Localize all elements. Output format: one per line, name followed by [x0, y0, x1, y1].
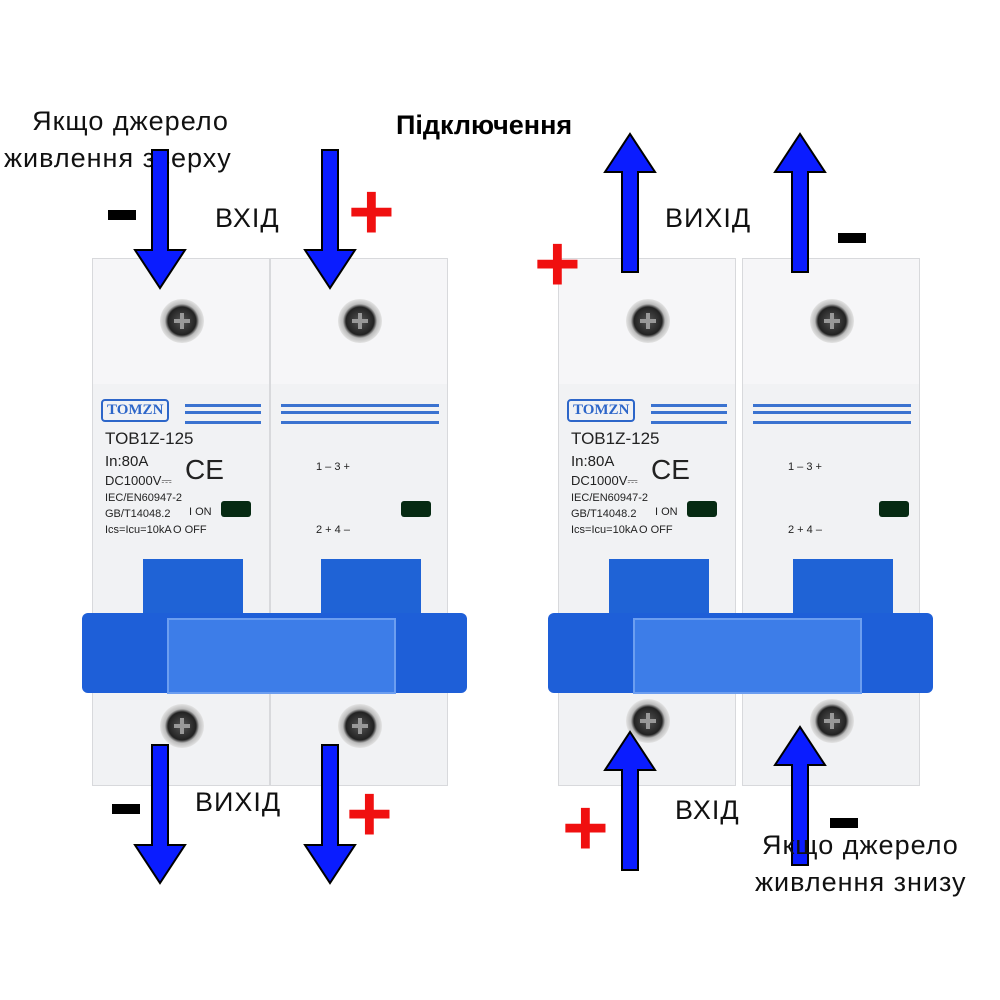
on-label: I ON	[655, 506, 678, 518]
breaker-left: TOMZN TOB1Z-125 In:80A DC1000V⎓ CE IEC/E…	[82, 258, 467, 786]
note-bottom-right-line2: живлення знизу	[755, 867, 967, 897]
standard-label-2: GB/T14048.2	[571, 508, 637, 520]
off-label: O OFF	[173, 524, 207, 536]
arrow-down-output-plus	[304, 744, 356, 884]
current-label: In:80A	[571, 453, 615, 470]
minus-sign	[112, 804, 140, 814]
current-label: In:80A	[105, 453, 149, 470]
on-label: I ON	[189, 506, 212, 518]
handle-clip	[633, 618, 862, 694]
terminal-label-top: 1 ‒ 3 +	[788, 461, 822, 473]
plus-sign: +	[534, 219, 581, 308]
model-label: TOB1Z-125	[571, 429, 660, 448]
ce-mark: CE	[651, 454, 690, 485]
off-label: O OFF	[639, 524, 673, 536]
indicator-window	[221, 501, 251, 517]
indicator-window	[401, 501, 431, 517]
note-bottom-right: Якщо джерело	[762, 830, 959, 860]
arrow-down-input-plus	[304, 149, 356, 289]
arrow-up-input-plus	[604, 731, 656, 871]
standard-label-2: GB/T14048.2	[105, 508, 171, 520]
ics-label: Ics=Icu=10kA	[571, 524, 638, 536]
ce-mark: CE	[185, 454, 224, 485]
label-output-top: ВИХІД	[665, 203, 752, 233]
indicator-window	[687, 501, 717, 517]
arrow-down-input-minus	[134, 149, 186, 289]
handle-clip	[167, 618, 396, 694]
minus-sign	[830, 818, 858, 828]
label-input-bottom: ВХІД	[675, 795, 740, 825]
terminal-label-top: 1 ‒ 3 +	[316, 461, 350, 473]
plus-sign: +	[562, 783, 609, 872]
terminal-label-bottom: 2 + 4 ‒	[316, 524, 350, 536]
note-top-left: Якщо джерело	[32, 106, 229, 136]
page-title: Підключення	[396, 110, 573, 140]
terminal-label-bottom: 2 + 4 ‒	[788, 524, 822, 536]
plus-sign: +	[348, 167, 395, 256]
brand-logo: TOMZN	[101, 399, 170, 422]
voltage-label: DC1000V⎓	[105, 473, 172, 488]
arrow-up-output-plus	[604, 133, 656, 273]
note-top-left-line2: живлення зверху	[4, 143, 232, 173]
plus-sign: +	[346, 769, 393, 858]
label-input-top: ВХІД	[215, 203, 280, 233]
brand-logo: TOMZN	[567, 399, 636, 422]
arrow-down-output-minus	[134, 744, 186, 884]
minus-sign	[838, 233, 866, 243]
ics-label: Ics=Icu=10kA	[105, 524, 172, 536]
standard-label: IEC/EN60947-2	[105, 492, 183, 504]
voltage-label: DC1000V⎓	[571, 473, 638, 488]
label-output-bottom: ВИХІД	[195, 787, 282, 817]
model-label: TOB1Z-125	[105, 429, 194, 448]
arrow-up-output-minus	[774, 133, 826, 273]
standard-label: IEC/EN60947-2	[571, 492, 649, 504]
breaker-right: TOMZN TOB1Z-125 In:80A DC1000V⎓ CE IEC/E…	[548, 258, 933, 786]
minus-sign	[108, 210, 136, 220]
indicator-window	[879, 501, 909, 517]
